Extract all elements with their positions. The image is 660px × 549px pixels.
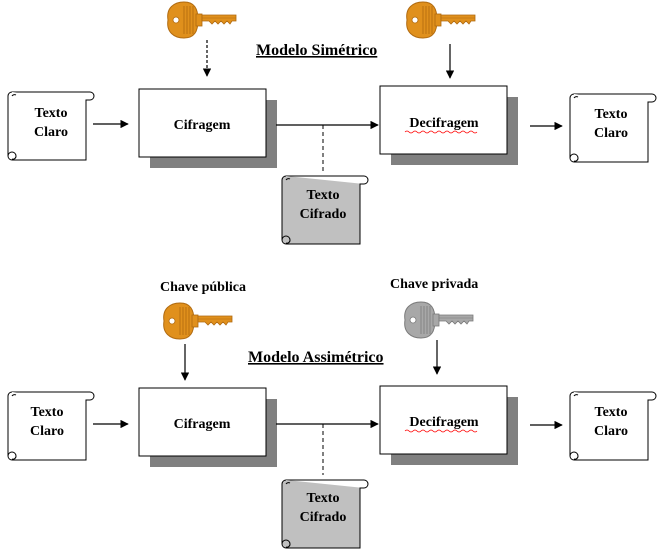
decrypt-box: Decifragem [379, 385, 518, 465]
ciphertext-line-1: Texto [307, 491, 340, 506]
private-key-label: Chave privada [390, 277, 478, 292]
plaintext-line-1: Texto [595, 405, 628, 420]
symmetric-model: Modelo Simétrico Texto Claro Cifragem De… [7, 1, 657, 245]
public-key-icon [163, 302, 233, 340]
asymmetric-model: Chave pública Chave privada Modelo Assim… [7, 277, 657, 549]
model-title: Modelo Simétrico [256, 42, 377, 59]
ciphertext-line-1: Texto [307, 188, 340, 203]
encrypt-box: Cifragem [138, 387, 277, 467]
key-icon [406, 1, 476, 39]
plaintext-input-scroll: Texto Claro [7, 91, 95, 161]
encrypt-box: Cifragem [138, 88, 277, 168]
ciphertext-scroll: Texto Cifrado [281, 175, 369, 245]
plaintext-line-2: Claro [594, 126, 628, 141]
encrypt-label: Cifragem [174, 417, 231, 432]
spellcheck-squiggle [404, 130, 478, 134]
ciphertext-line-2: Cifrado [300, 207, 347, 222]
decrypt-box: Decifragem [379, 85, 518, 165]
plaintext-line-2: Claro [34, 125, 68, 140]
plaintext-line-2: Claro [594, 424, 628, 439]
plaintext-output-scroll: Texto Claro [569, 93, 657, 163]
private-key-icon [404, 301, 474, 339]
decrypt-label: Decifragem [409, 415, 479, 430]
ciphertext-scroll: Texto Cifrado [281, 479, 369, 549]
model-title: Modelo Assimétrico [248, 349, 384, 366]
plaintext-line-1: Texto [595, 107, 628, 122]
encrypt-label: Cifragem [174, 118, 231, 133]
plaintext-line-1: Texto [31, 405, 64, 420]
plaintext-output-scroll: Texto Claro [569, 391, 657, 461]
key-icon [167, 1, 237, 39]
ciphertext-line-2: Cifrado [300, 510, 347, 525]
decrypt-label: Decifragem [409, 116, 479, 131]
plaintext-input-scroll: Texto Claro [7, 391, 95, 461]
plaintext-line-2: Claro [30, 424, 64, 439]
plaintext-line-1: Texto [35, 106, 68, 121]
public-key-label: Chave pública [160, 280, 246, 295]
spellcheck-squiggle [404, 429, 478, 433]
